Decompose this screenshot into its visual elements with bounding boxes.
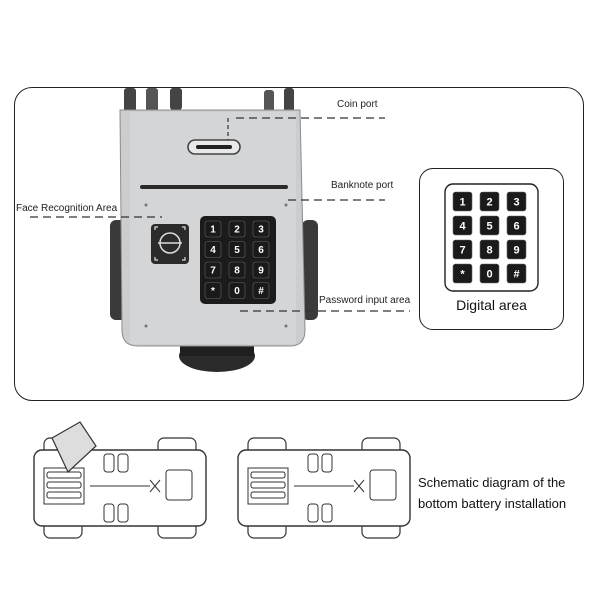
digital-area-title: Digital area: [456, 297, 527, 313]
zoom-key-bg-0: [452, 191, 473, 212]
schematic-caption-line1: Schematic diagram of the: [418, 475, 566, 490]
banknote-port-label: Banknote port: [331, 180, 394, 191]
zoom-key-bg-11: [506, 263, 527, 284]
product-key-8: 9: [258, 266, 264, 277]
face-recognition-label: Face Recognition Area: [16, 203, 118, 214]
zoom-key-1: 2: [486, 196, 492, 208]
zoom-key-bg-1: [479, 191, 500, 212]
zoom-key-5: 6: [513, 220, 519, 232]
zoom-key-6: 7: [459, 244, 465, 256]
product-key-bg-0: [204, 220, 222, 238]
zoom-key-11: #: [513, 268, 519, 280]
schematic-caption-line2: bottom battery installation: [418, 496, 567, 511]
zoom-key-bg-8: [506, 239, 527, 260]
safe-product-illustration: 1 2 3 4 5 6 7 8 9 * 0 #: [30, 88, 410, 372]
zoom-key-4: 5: [486, 220, 492, 232]
coin-port-label: Coin port: [337, 99, 378, 110]
zoom-key-bg-9: [452, 263, 473, 284]
product-key-6: 7: [210, 266, 216, 277]
product-key-bg-7: [228, 261, 246, 279]
password-input-label: Password input area: [319, 295, 411, 306]
product-key-5: 6: [258, 245, 264, 256]
product-key-bg-3: [204, 241, 222, 258]
product-key-0: 1: [210, 225, 216, 236]
product-key-10: 0: [234, 286, 240, 297]
product-key-1: 2: [234, 225, 240, 236]
zoom-key-10: 0: [486, 268, 492, 280]
product-key-bg-2: [252, 220, 270, 238]
zoom-key-bg-7: [479, 239, 500, 260]
product-key-bg-8: [252, 261, 270, 279]
battery-schematic-closed: [237, 437, 411, 539]
zoom-key-2: 3: [513, 196, 519, 208]
zoom-key-0: 1: [459, 196, 465, 208]
product-key-bg-4: [228, 241, 246, 258]
product-key-4: 5: [234, 245, 240, 256]
product-key-bg-5: [252, 241, 270, 258]
product-key-11: #: [258, 286, 264, 297]
zoom-key-bg-6: [452, 239, 473, 260]
zoom-key-bg-10: [479, 263, 500, 284]
product-key-bg-10: [228, 282, 246, 299]
zoom-key-3: 4: [459, 220, 466, 232]
digital-keypad: 1 2 3 4 5 6 7 8 9 * 0 #: [444, 183, 539, 292]
zoom-key-bg-4: [479, 215, 500, 236]
battery-schematic: [33, 421, 411, 539]
digital-area-callout: 1 2 3 4 5 6 7 8 9 * 0 # Digital area: [419, 168, 564, 330]
zoom-key-bg-3: [452, 215, 473, 236]
product-key-bg-11: [252, 282, 270, 299]
product-key-3: 4: [210, 245, 216, 256]
product-key-9: *: [211, 286, 215, 297]
zoom-key-9: *: [460, 268, 465, 280]
zoom-key-bg-5: [506, 215, 527, 236]
product-key-7: 8: [234, 266, 240, 277]
product-key-bg-6: [204, 261, 222, 279]
product-key-bg-9: [204, 282, 222, 299]
product-key-2: 3: [258, 225, 264, 236]
product-key-bg-1: [228, 220, 246, 238]
product-keypad: 1 2 3 4 5 6 7 8 9 * 0 #: [204, 220, 270, 299]
zoom-key-8: 9: [513, 244, 519, 256]
zoom-key-bg-2: [506, 191, 527, 212]
schematic-caption: Schematic diagram of the bottom battery …: [418, 472, 566, 514]
zoom-key-7: 8: [486, 244, 492, 256]
battery-schematic-open: [33, 421, 207, 539]
